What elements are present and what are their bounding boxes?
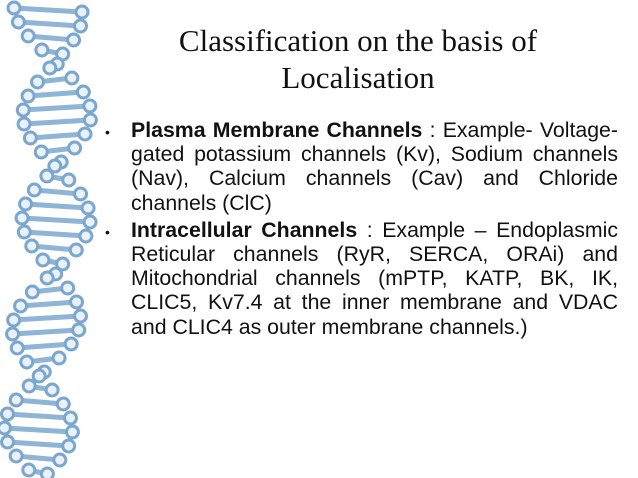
- dna-rung: [20, 103, 93, 113]
- dna-rung: [25, 89, 86, 99]
- dna-rung: [21, 229, 89, 239]
- dna-rung: [1, 425, 75, 435]
- dna-node: [39, 466, 55, 478]
- dna-node: [21, 378, 37, 394]
- dna-rung: [23, 201, 91, 211]
- dna-node: [15, 102, 31, 118]
- bullet-body: : Example – Endoplasmic Reticular channe…: [131, 217, 618, 339]
- dna-node: [82, 112, 98, 128]
- dna-node: [82, 214, 98, 230]
- dna-node: [44, 382, 60, 398]
- dna-rung: [11, 313, 83, 323]
- dna-rung: [31, 187, 84, 197]
- dna-node: [72, 308, 88, 324]
- dna-node: [26, 182, 42, 198]
- dna-node: [16, 224, 32, 240]
- bullet-list: • Plasma Membrane Channels : Example- Vo…: [103, 118, 618, 342]
- bullet-item-intracellular: • Intracellular Channels : Example – End…: [103, 218, 618, 339]
- dna-rung: [14, 341, 74, 351]
- dna-node: [0, 434, 16, 450]
- dna-node: [69, 294, 85, 310]
- dna-node: [42, 60, 58, 76]
- dna-node: [82, 98, 98, 114]
- dna-node: [71, 322, 87, 338]
- dna-node: [35, 252, 51, 268]
- dna-node: [75, 84, 91, 100]
- dna-node: [73, 186, 89, 202]
- dna-node: [9, 340, 25, 356]
- dna-node: [74, 4, 90, 20]
- dna-node: [64, 424, 80, 440]
- dna-node: [77, 126, 93, 142]
- dna-rung: [19, 215, 93, 225]
- bullet-text: Plasma Membrane Channels : Example- Volt…: [131, 118, 618, 215]
- dna-node: [33, 144, 49, 160]
- dna-node: [0, 420, 12, 436]
- dna-node: [31, 368, 47, 384]
- dna-node: [20, 28, 36, 44]
- bullet-heading: Plasma Membrane Channels: [131, 118, 423, 142]
- title-line-1: Classification on the basis of: [178, 23, 538, 58]
- bullet-heading: Intracellular Channels: [131, 217, 358, 242]
- dna-node: [20, 88, 36, 104]
- dna-node: [51, 350, 67, 366]
- dna-node: [62, 410, 78, 426]
- dna-node: [61, 172, 77, 188]
- dna-node: [8, 448, 24, 464]
- dna-node: [16, 116, 32, 132]
- dna-node: [6, 0, 22, 16]
- dna-helix-icon: [0, 0, 98, 478]
- dna-node: [6, 312, 22, 328]
- dna-node: [55, 256, 71, 272]
- dna-node: [39, 168, 55, 184]
- dna-node: [55, 396, 71, 412]
- dna-node: [24, 284, 40, 300]
- dna-node: [67, 140, 83, 156]
- dna-rung: [21, 117, 93, 127]
- bullet-text: Intracellular Channels : Example – Endop…: [131, 218, 618, 339]
- slide-title: Classification on the basis of Localisat…: [128, 22, 588, 96]
- dna-node: [0, 406, 15, 422]
- dna-rung: [15, 19, 84, 29]
- dna-node: [34, 42, 50, 58]
- dna-rung: [5, 439, 72, 449]
- dna-node: [19, 354, 35, 370]
- dna-node: [78, 228, 94, 244]
- title-line-2: Localisation: [281, 60, 435, 95]
- dna-node: [80, 200, 96, 216]
- dna-node: [47, 158, 63, 174]
- dna-node: [21, 462, 37, 478]
- dna-node: [14, 210, 30, 226]
- dna-node: [13, 298, 29, 314]
- dna-rung: [27, 131, 88, 141]
- dna-node: [64, 70, 80, 86]
- dna-rung: [10, 327, 82, 337]
- bullet-marker: •: [105, 223, 110, 240]
- dna-node: [73, 18, 89, 34]
- dna-rung: [18, 299, 80, 309]
- dna-rung: [13, 397, 66, 407]
- dna-node: [8, 392, 24, 408]
- dna-node: [60, 280, 76, 296]
- bullet-marker: •: [105, 124, 110, 140]
- bullet-item-plasma-membrane: • Plasma Membrane Channels : Example- Vo…: [103, 118, 618, 215]
- dna-rung: [4, 411, 73, 421]
- dna-node: [30, 74, 46, 90]
- dna-node: [10, 14, 26, 30]
- dna-node: [52, 452, 68, 468]
- dna-rung: [11, 5, 85, 15]
- dna-node: [18, 196, 34, 212]
- dna-node: [5, 326, 21, 342]
- dna-node: [63, 336, 79, 352]
- bullet-body: : Example- Voltage-gated potassium chann…: [131, 118, 618, 215]
- dna-node: [22, 130, 38, 146]
- dna-node: [66, 32, 82, 48]
- dna-node: [68, 242, 84, 258]
- dna-node: [24, 238, 40, 254]
- dna-node: [39, 270, 55, 286]
- dna-node: [61, 438, 77, 454]
- dna-rung: [25, 33, 77, 43]
